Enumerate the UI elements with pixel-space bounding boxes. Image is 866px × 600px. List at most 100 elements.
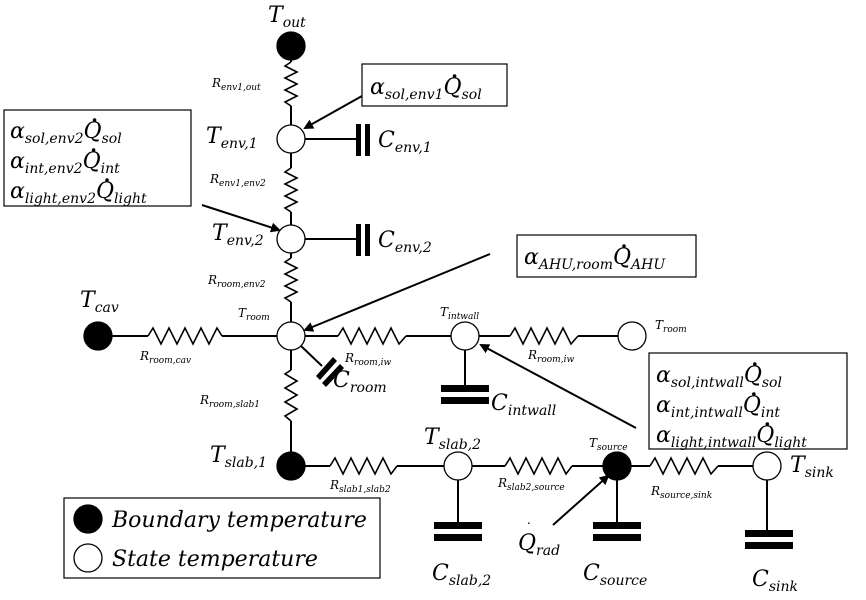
label-c-env1: Cenv,1 [378,128,432,156]
cap-intwall-plate-a [441,385,489,392]
label-t-cav: Tcav [80,288,119,316]
resistor-env1-out [283,61,299,107]
dot-q-env2-1 [91,148,96,152]
heat-input-intwall-0: αsol,intwallQsol [656,363,782,391]
legend-boundary-label: Boundary temperature [111,508,367,533]
resistor-slab1-slab2 [329,456,398,476]
label-r-room-env2: Rroom,env2 [207,273,266,290]
node-t-source [602,451,632,481]
label-t-slab1: Tslab,1 [210,443,267,471]
formula-group-env1: αsol,env1Qsol [370,74,482,103]
label-t-source: Tsource [589,436,628,453]
resistor-room-iw-1 [337,326,407,346]
cap-env2-plate-a [356,224,361,256]
arrow-intwall-input [479,344,637,429]
dot-q-env2-2 [105,178,109,182]
cap-sink-plate-b [745,542,793,549]
cap-source-plate-b [593,534,641,541]
resistor-room-env2 [283,257,299,303]
node-t-slab2 [443,451,473,481]
cap-slab2-plate-a [434,522,482,529]
heat-input-env1-0: αsol,env1Qsol [370,75,482,103]
arrow-qrad [552,474,610,526]
label-q-rad: Qrad [518,531,560,559]
label-r-slab2-source: Rslab2,source [497,476,565,493]
resistor-slab2-source [504,456,573,476]
node-t-slab1 [276,451,306,481]
label-t-env1: Tenv,1 [206,124,258,152]
formula-group-env2: αsol,env2Qsolαint,env2Qintαlight,env2Qli… [10,118,147,207]
formula-group-intwall: αsol,intwallQsolαint,intwallQintαlight,i… [656,362,807,451]
legend-boundary-marker [73,504,103,534]
cap-room-plate-a [316,357,337,380]
label-t-intwall: Tintwall [440,305,479,322]
resistor-room-cav [147,326,223,346]
cap-source-plate-a [593,522,641,529]
cap-env2-plate-b [365,224,370,256]
arrow-env2-input [201,204,281,233]
node-t-env1 [276,124,306,154]
label-c-env2: Cenv,2 [378,228,432,256]
node-t-cav [83,321,113,351]
node-t-env2 [276,224,306,254]
cap-env1-plate-b [365,124,370,156]
box-env1-input [361,63,508,107]
node-t-sink [752,451,782,481]
label-c-slab2: Cslab,2 [432,561,491,589]
label-t-sink: Tsink [790,453,834,481]
dot-q-rad: ˙ [524,521,531,537]
label-t-out: Tout [268,3,306,31]
node-t-room [276,321,306,351]
label-c-intwall: Cintwall [491,391,556,419]
arrow-room-input [303,253,491,332]
heat-input-env2-0: αsol,env2Qsol [10,119,122,147]
legend-box [63,497,381,579]
cap-slab2-plate-b [434,534,482,541]
cap-room-plate-b [322,364,344,387]
box-intwall-input [648,352,848,450]
wire-room-cap [300,345,323,367]
node-t-intwall [450,321,480,351]
label-r-room-cav: Rroom,cav [139,349,191,366]
legend-state-marker [73,543,103,573]
label-r-room-iw-1: Rroom,iw [344,351,391,368]
resistor-source-sink [649,456,719,476]
label-t-slab2: Tslab,2 [424,425,481,453]
dot-q-room-0 [622,244,626,248]
label-c-source: Csource [583,561,647,589]
heat-input-intwall-1: αint,intwallQint [656,393,780,421]
heat-input-intwall-2: αlight,intwallQlight [656,423,807,451]
dot-q-intwall-1 [752,392,756,396]
label-r-env1-env2: Renv1,env2 [209,172,266,189]
box-room-input [516,234,697,278]
heat-input-room-0: αAHU,roomQAHU [524,245,666,273]
heat-input-env2-2: αlight,env2Qlight [10,179,147,207]
cap-intwall-plate-b [441,397,489,404]
dot-q-env1-0 [452,74,457,78]
dot-q-intwall-0 [753,362,757,366]
resistor-room-iw-2 [509,326,579,346]
label-t-env2: Tenv,2 [212,221,264,249]
label-c-sink: Csink [752,567,798,595]
label-r-env1-out: Renv1,out [211,76,261,93]
label-t-room-right: Troom [655,318,687,335]
label-t-room: Troom [238,306,270,323]
label-r-slab1-slab2: Rslab1,slab2 [329,478,391,495]
label-r-room-slab1: Rroom,slab1 [199,393,260,410]
label-r-source-sink: Rsource,sink [650,484,712,501]
resistor-env1-env2 [283,167,299,213]
arrow-env1-input [303,95,363,129]
legend-state-label: State temperature [112,547,318,572]
label-r-room-iw-2: Rroom,iw [527,348,574,365]
formula-group-room: αAHU,roomQAHU [524,244,666,273]
resistor-room-slab1 [283,369,299,422]
label-c-room: Croom [333,368,387,396]
cap-sink-plate-a [745,530,793,537]
node-t-out [276,31,306,61]
box-env2-input [3,109,192,207]
node-t-room-right [617,321,647,351]
dot-q-env2-0 [92,118,97,122]
dot-q-intwall-2 [765,422,770,426]
